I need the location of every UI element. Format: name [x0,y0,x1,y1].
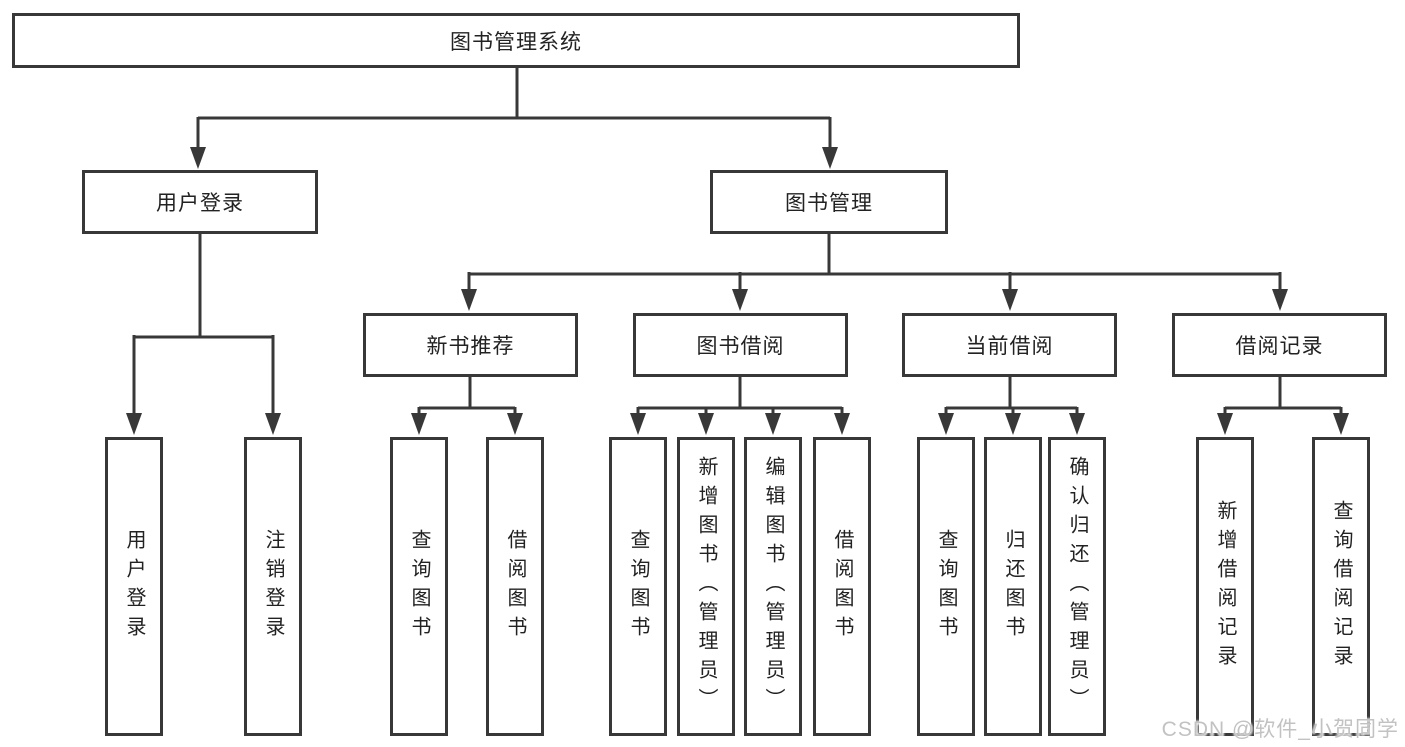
leaf-return-books: 归还图书 [984,437,1042,736]
node-new-book-recommend: 新书推荐 [363,313,578,377]
leaf-recommend-query-books-label: 查询图书 [408,528,430,645]
node-user-login: 用户登录 [82,170,318,234]
csdn-watermark: CSDN @软件_小贺同学 [1161,718,1399,741]
leaf-add-borrow-record: 新增借阅记录 [1196,437,1254,736]
leaf-borrow-query-books: 查询图书 [609,437,667,736]
arrowheads [126,147,1349,435]
leaf-return-books-label: 归还图书 [1002,528,1024,645]
leaf-borrow-query-books-label: 查询图书 [627,528,649,645]
node-root-label: 图书管理系统 [450,30,582,54]
leaf-current-query-books-label: 查询图书 [935,528,957,645]
node-borrow-records-label: 借阅记录 [1235,335,1324,358]
node-user-login-label: 用户登录 [156,192,244,215]
leaf-confirm-return-admin: 确认归还（管理员） [1048,437,1106,736]
leaf-logout: 注销登录 [244,437,302,736]
node-current-borrow: 当前借阅 [902,313,1117,377]
node-book-management: 图书管理 [710,170,948,234]
leaf-recommend-borrow-books: 借阅图书 [486,437,544,736]
leaf-add-books-admin-label: 新增图书（管理员） [695,456,717,717]
leaf-logout-label: 注销登录 [262,528,284,645]
connector-stems [132,68,1343,416]
node-new-book-recommend-label: 新书推荐 [426,335,515,358]
leaf-add-books-admin: 新增图书（管理员） [677,437,735,736]
node-root: 图书管理系统 [12,13,1020,68]
leaf-edit-books-admin: 编辑图书（管理员） [744,437,802,736]
node-book-borrow-label: 图书借阅 [696,335,785,358]
leaf-borrow-books-label: 借阅图书 [831,528,853,645]
node-book-management-label: 图书管理 [785,192,873,215]
leaf-borrow-books: 借阅图书 [813,437,871,736]
leaf-edit-books-admin-label: 编辑图书（管理员） [762,456,784,717]
leaf-recommend-query-books: 查询图书 [390,437,448,736]
node-current-borrow-label: 当前借阅 [965,335,1054,358]
leaf-query-borrow-record: 查询借阅记录 [1312,437,1370,736]
leaf-recommend-borrow-books-label: 借阅图书 [504,528,526,645]
node-book-borrow: 图书借阅 [633,313,848,377]
leaf-current-query-books: 查询图书 [917,437,975,736]
leaf-user-login: 用户登录 [105,437,163,736]
leaf-user-login-label: 用户登录 [123,528,145,645]
leaf-confirm-return-admin-label: 确认归还（管理员） [1066,456,1088,717]
leaf-add-borrow-record-label: 新增借阅记录 [1214,499,1236,674]
leaf-query-borrow-record-label: 查询借阅记录 [1330,499,1352,674]
node-borrow-records: 借阅记录 [1172,313,1387,377]
